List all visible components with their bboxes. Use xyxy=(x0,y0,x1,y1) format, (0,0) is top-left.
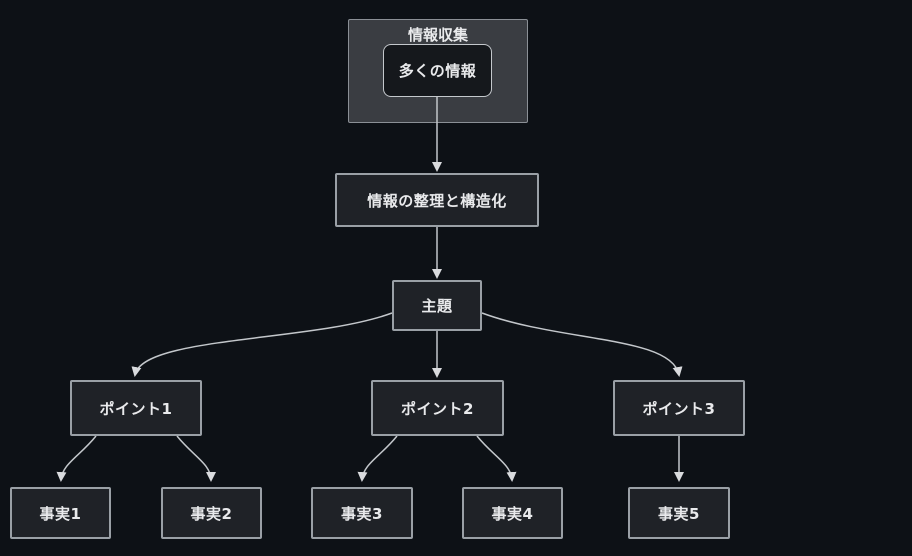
cluster-label: 情報収集 xyxy=(407,26,468,44)
node-fact1: 事実1 xyxy=(10,487,111,539)
node-fact2-label: 事実2 xyxy=(190,504,233,523)
edge-point1-to-fact2 xyxy=(176,435,216,482)
node-point2: ポイント2 xyxy=(371,380,504,436)
node-point3: ポイント3 xyxy=(613,380,745,436)
cluster-information-gathering: 情報収集 xyxy=(348,19,528,123)
node-fact3-label: 事実3 xyxy=(341,504,383,523)
node-organize-structure-label: 情報の整理と構造化 xyxy=(367,191,507,210)
node-point2-label: ポイント2 xyxy=(401,399,474,418)
node-topic-label: 主題 xyxy=(421,297,453,315)
node-many-information: 多くの情報 xyxy=(383,44,492,97)
edge-topic-to-point3 xyxy=(481,312,683,377)
node-topic: 主題 xyxy=(392,280,482,331)
node-point3-label: ポイント3 xyxy=(642,399,716,418)
node-fact5: 事実5 xyxy=(628,487,730,539)
node-point1-label: ポイント1 xyxy=(99,399,173,418)
node-fact4: 事実4 xyxy=(462,487,563,539)
node-many-information-label: 多くの情報 xyxy=(398,62,477,80)
node-organize-structure: 情報の整理と構造化 xyxy=(335,173,539,227)
node-point1: ポイント1 xyxy=(70,380,202,436)
node-fact2: 事実2 xyxy=(161,487,262,539)
edge-point2-to-fact3 xyxy=(357,435,398,482)
edge-topic-to-point1 xyxy=(131,312,393,377)
node-fact4-label: 事実4 xyxy=(491,504,534,523)
edge-point2-to-fact4 xyxy=(476,435,517,482)
node-fact1-label: 事実1 xyxy=(39,504,82,523)
node-fact5-label: 事実5 xyxy=(658,504,700,523)
node-fact3: 事実3 xyxy=(311,487,413,539)
edge-point1-to-fact1 xyxy=(56,435,97,482)
